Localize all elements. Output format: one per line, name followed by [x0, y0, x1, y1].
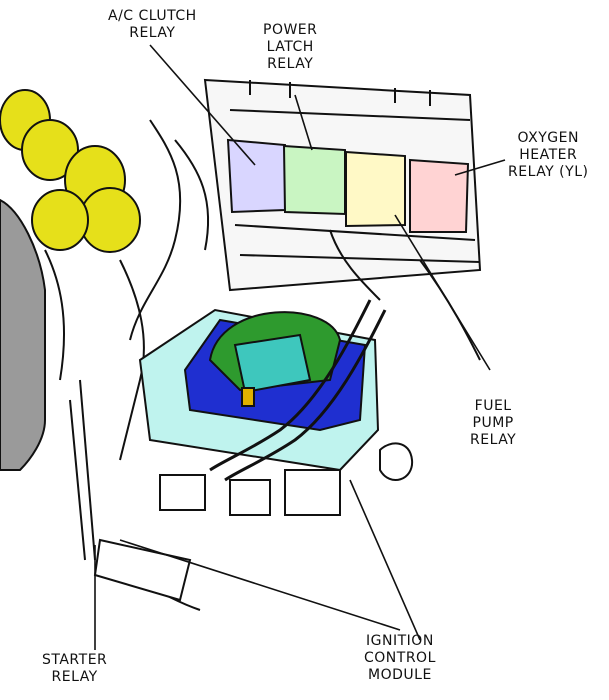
- fuel-pump-leader: [394, 214, 491, 371]
- ignition-control-module-label: IGNITION CONTROL MODULE: [364, 633, 436, 684]
- fuel-pump-relay-label: FUEL PUMP RELAY: [470, 398, 516, 449]
- oxygen-heater-leader: [454, 159, 506, 176]
- ac-clutch-relay-block: [226, 138, 286, 214]
- ignition-leader-b: [119, 539, 401, 631]
- fuel-pump-relay-label-line1: FUEL: [474, 398, 512, 414]
- fuel-pump-relay-label-line2: PUMP: [472, 415, 514, 431]
- power-latch-relay-label: POWER LATCH RELAY: [263, 22, 317, 73]
- ignition-control-module-label-line2: CONTROL: [364, 650, 436, 666]
- ignition-module-center: [233, 333, 312, 394]
- fuel-pump-relay-face: [345, 150, 406, 228]
- oxygen-heater-relay-face: [409, 158, 470, 233]
- ac-clutch-relay-label-line2: RELAY: [129, 25, 176, 41]
- ignition-control-module: [138, 308, 380, 472]
- power-latch-relay-block: [282, 144, 346, 216]
- oxygen-heater-relay-block: [409, 158, 470, 233]
- power-latch-relay-label-line1: POWER: [263, 22, 318, 38]
- starter-relay-label: STARTER RELAY: [42, 652, 107, 686]
- leader-lines: [94, 44, 506, 650]
- hose-ring: [31, 189, 89, 251]
- fuel-pump-relay-label-line3: RELAY: [470, 432, 517, 448]
- fuel-pump-relay-block: [345, 150, 406, 228]
- hose-ring: [21, 119, 79, 181]
- starter-relay-label-line1: STARTER: [42, 652, 108, 668]
- starter-relay-label-line2: RELAY: [51, 669, 98, 685]
- oxygen-heater-relay-label: OXYGEN HEATER RELAY (YL): [508, 130, 588, 181]
- power-latch-leader: [294, 94, 313, 151]
- hose-assembly: [0, 89, 141, 471]
- ignition-leader-a: [349, 479, 421, 641]
- ignition-control-module-label-line1: IGNITION: [366, 633, 434, 649]
- connectors: [93, 469, 341, 602]
- power-latch-relay-face: [282, 144, 346, 216]
- power-latch-relay-label-line3: RELAY: [267, 56, 314, 72]
- ignition-control-module-label-line3: MODULE: [368, 667, 432, 683]
- power-latch-relay-label-line2: LATCH: [266, 39, 314, 55]
- ac-clutch-relay-face: [226, 138, 286, 214]
- main-cable: [209, 299, 387, 482]
- ac-clutch-leader: [149, 44, 256, 166]
- ac-clutch-relay-label: A/C CLUTCH RELAY: [108, 8, 197, 42]
- oxygen-heater-relay-label-line3: RELAY (YL): [508, 164, 589, 180]
- ac-clutch-relay-label-line1: A/C CLUTCH: [108, 8, 197, 24]
- ignition-module-terminal: [241, 387, 255, 407]
- oxygen-heater-relay-label-line2: HEATER: [519, 147, 578, 163]
- oxygen-heater-relay-label-line1: OXYGEN: [517, 130, 579, 146]
